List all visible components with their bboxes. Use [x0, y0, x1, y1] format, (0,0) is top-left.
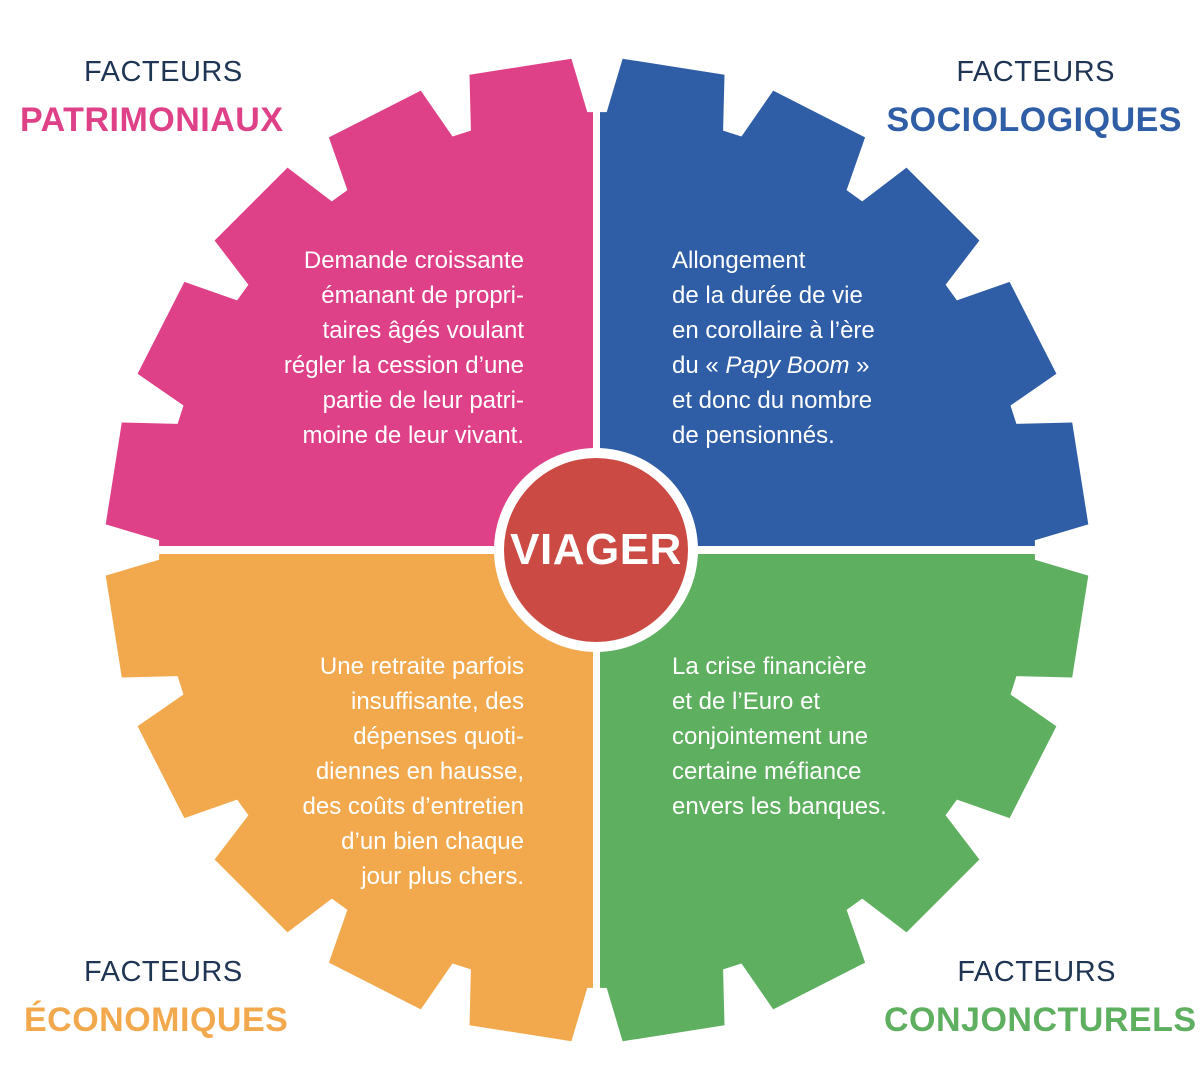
heading-patrimoniaux: FACTEURS PATRIMONIAUX [20, 56, 384, 138]
center-badge: VIAGER [494, 448, 698, 652]
text-sociologiques-line-2: de la durée de vie [672, 282, 863, 309]
heading-conjoncturels: FACTEURS CONJONCTURELS [884, 956, 1197, 1039]
text-sociologiques: Allongement de la durée de vie en coroll… [672, 243, 992, 453]
text-sociologiques-papy-boom: Papy Boom [725, 352, 850, 379]
center-circle: VIAGER [504, 458, 688, 642]
gear-quadrant-patrimoniaux [105, 58, 593, 546]
heading-sociologiques-main: SOCIOLOGIQUES [886, 101, 1182, 139]
heading-conjoncturels-main: CONJONCTURELS [884, 1001, 1197, 1039]
text-sociologiques-line-1: Allongement [672, 247, 806, 274]
heading-patrimoniaux-top: FACTEURS [84, 56, 243, 88]
text-patrimoniaux: Demande croissante émanant de propri- ta… [283, 247, 524, 449]
text-sociologiques-line-5: et donc du nombre [672, 387, 873, 414]
gear-quadrant-conjoncturels [600, 554, 1089, 1042]
text-sociologiques-line-4-end: » [856, 352, 870, 379]
heading-conjoncturels-top: FACTEURS [957, 956, 1116, 988]
heading-patrimoniaux-main: PATRIMONIAUX [20, 101, 284, 139]
text-conjoncturels: La crise financière et de l’Euro et conj… [672, 653, 887, 820]
heading-economiques-main: ÉCONOMIQUES [24, 1001, 289, 1039]
gear-quadrant-economiques [105, 554, 593, 1042]
heading-economiques-top: FACTEURS [84, 956, 243, 988]
text-sociologiques-line-6: de pensionnés. [672, 422, 835, 449]
center-label: VIAGER [510, 525, 682, 574]
heading-economiques: FACTEURS ÉCONOMIQUES [24, 956, 384, 1038]
text-sociologiques-line-3: en corollaire à l’ère [672, 317, 875, 344]
text-sociologiques-line-4-start: du « [672, 352, 719, 379]
heading-sociologiques: FACTEURS SOCIOLOGIQUES [882, 56, 1182, 139]
gear-quadrant-sociologiques [600, 58, 1089, 546]
heading-sociologiques-top: FACTEURS [956, 56, 1115, 88]
text-economiques: Une retraite parfois insuffisante, des d… [302, 653, 524, 890]
